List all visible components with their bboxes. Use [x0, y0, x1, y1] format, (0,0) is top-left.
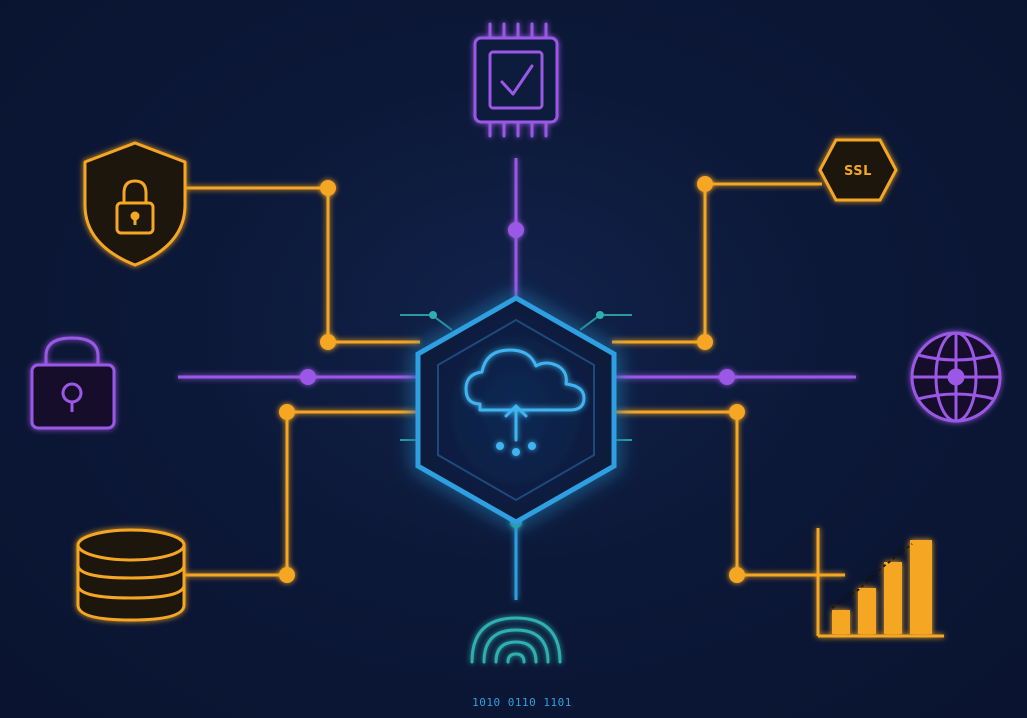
hub-stub-dots — [429, 311, 604, 319]
chart-bar — [910, 540, 932, 634]
junction-dot — [697, 334, 713, 350]
junction-dot — [729, 404, 745, 420]
chart-bar — [858, 588, 876, 634]
shield-lock-icon — [83, 141, 187, 267]
junction-dots — [279, 176, 745, 583]
hub-stubs — [400, 314, 632, 441]
link-database-hub — [182, 410, 420, 577]
database-icon — [76, 528, 186, 622]
chart-bar — [884, 562, 902, 634]
junction-dot — [697, 176, 713, 192]
junction-dot — [508, 222, 524, 238]
binary-code-text: 1010 0110 1101 — [472, 696, 572, 709]
globe-icon — [910, 331, 1002, 423]
junction-dot — [719, 369, 735, 385]
fingerprint-icon — [470, 616, 562, 664]
ssl-badge-icon: SSL — [818, 138, 898, 202]
junction-dot — [320, 180, 336, 196]
junction-dot — [320, 334, 336, 350]
junction-dot — [300, 369, 316, 385]
padlock-icon — [30, 336, 116, 430]
cloud-hub — [415, 295, 617, 525]
link-shield-hub — [185, 186, 420, 344]
ssl-label: SSL — [844, 164, 872, 179]
bar-chart-icon — [816, 528, 944, 638]
chart-bar — [832, 610, 850, 634]
junction-dot — [729, 567, 745, 583]
cloud-upload-icon — [464, 348, 586, 456]
junction-dot — [279, 567, 295, 583]
chip-checkmark-icon — [473, 22, 559, 138]
link-chart-hub — [612, 410, 845, 577]
junction-dot — [279, 404, 295, 420]
link-ssl-hub — [612, 182, 822, 344]
